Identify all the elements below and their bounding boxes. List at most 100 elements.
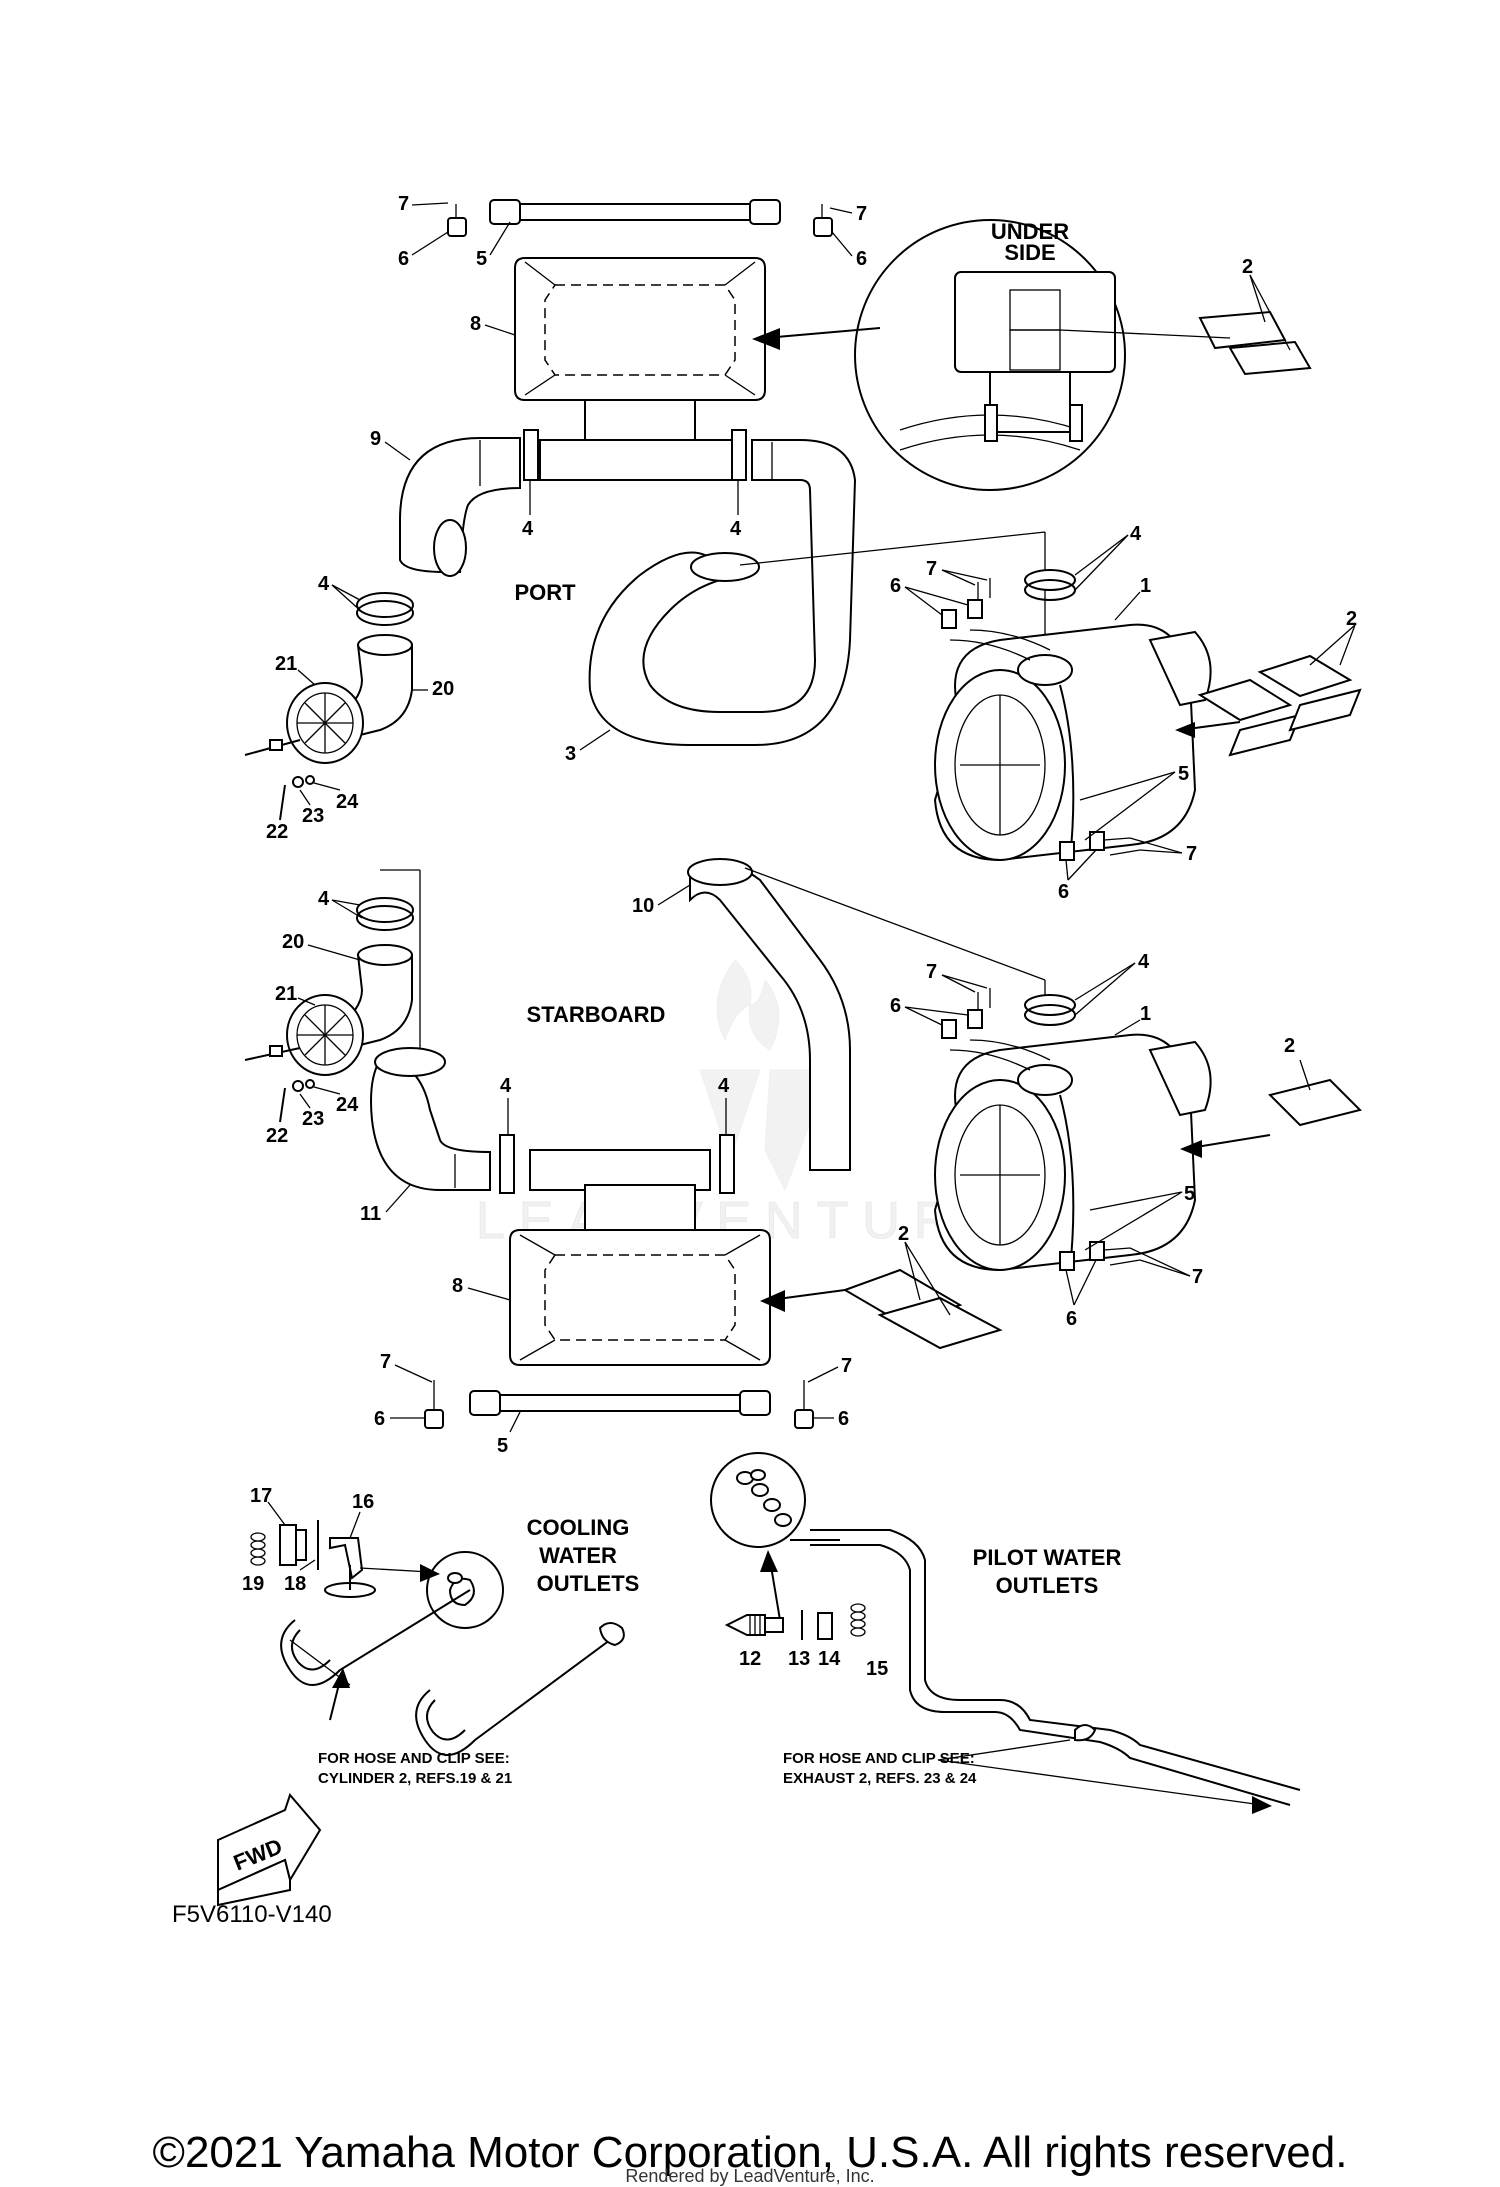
- hose-9: [399, 437, 521, 577]
- clips-6-7-starboard-lower: [1059, 1241, 1141, 1271]
- hose-10: [687, 858, 851, 1171]
- ref-5-bottom: 5: [497, 1435, 508, 1457]
- clip-6-bottom-right: [794, 1380, 814, 1429]
- air-cleaner-1-port: [933, 623, 1212, 862]
- ref-8-top: 8: [470, 313, 481, 335]
- ref-3: 3: [565, 743, 576, 765]
- ref-4-port-right: 4: [730, 518, 742, 540]
- underside-detail: UNDER SIDE: [854, 219, 1126, 491]
- clip-6-top-right: [813, 204, 833, 237]
- ref-4-starboard-elbow: 4: [318, 888, 330, 910]
- clip-6-bottom-left: [424, 1380, 444, 1429]
- cooling-label-2: WATER: [539, 1543, 617, 1568]
- ref-15: 15: [866, 1658, 888, 1680]
- clips-6-7-port-lower: [1059, 831, 1141, 861]
- ref-7-starboard-lower: 7: [1192, 1266, 1203, 1288]
- ref-20-port: 20: [432, 678, 454, 700]
- cooling-label-1: COOLING: [527, 1515, 630, 1540]
- ref-23-port: 23: [302, 805, 324, 827]
- ref-7-bottom-left: 7: [380, 1351, 391, 1373]
- ref-2-starboard-cleaner: 2: [1284, 1035, 1295, 1057]
- ref-6-top-left: 6: [398, 248, 409, 270]
- ref-8-starboard: 8: [452, 1275, 463, 1297]
- drawing-code: F5V6110-V140: [172, 1901, 332, 1928]
- ref-11: 11: [360, 1203, 381, 1225]
- note-left-2: CYLINDER 2, REFS.19 & 21: [318, 1770, 512, 1787]
- ref-10: 10: [632, 895, 654, 917]
- ref-4-port-elbow: 4: [318, 573, 330, 595]
- note-left-1: FOR HOSE AND CLIP SEE:: [318, 1750, 510, 1767]
- ref-6-bottom-left: 6: [374, 1408, 385, 1430]
- ref-2-port-cleaner: 2: [1346, 608, 1357, 630]
- air-cleaner-1-starboard: [933, 1033, 1212, 1272]
- ref-4-port-cleaner: 4: [1130, 523, 1142, 545]
- cooling-label-3: OUTLETS: [537, 1571, 640, 1596]
- starboard-label: STARBOARD: [527, 1002, 666, 1027]
- ref-9: 9: [370, 428, 381, 450]
- bolt-22-23-24-starboard: [279, 1079, 315, 1123]
- ref-5-starboard: 5: [1184, 1183, 1195, 1205]
- ref-7-top-left: 7: [398, 193, 409, 215]
- clips-6-7-starboard-upper: [941, 988, 1051, 1071]
- arrestor-21-port: [244, 682, 364, 764]
- ref-20-starboard: 20: [282, 931, 304, 953]
- ref-6-starboard-lower: 6: [1066, 1308, 1077, 1330]
- underside-label-2: SIDE: [1004, 240, 1055, 265]
- ref-6-top-right: 6: [856, 248, 867, 270]
- note-right-2: EXHAUST 2, REFS. 23 & 24: [783, 1770, 977, 1787]
- clips-6-7-port-upper: [941, 578, 1051, 661]
- leader-starboard-hose: [744, 867, 1046, 981]
- band-4-port-right: [731, 429, 747, 481]
- note-right-1: FOR HOSE AND CLIP SEE:: [783, 1750, 975, 1767]
- bolt-22-23-24-port: [279, 775, 315, 821]
- ref-21-starboard: 21: [275, 983, 297, 1005]
- strap-top-port: [489, 199, 781, 225]
- elbow-20-starboard: [353, 944, 413, 1047]
- pad-2-starboard-cleaner: [1180, 1059, 1362, 1158]
- ref-2-underside: 2: [1242, 256, 1253, 278]
- ref-7-port-lower: 7: [1186, 843, 1197, 865]
- silencer-8-starboard: [509, 1149, 771, 1366]
- ref-6-port-lower: 6: [1058, 881, 1069, 903]
- fwd-arrow: FWD: [217, 1793, 322, 1907]
- ref-13: 13: [788, 1648, 810, 1670]
- ref-4-starboard-right: 4: [718, 1075, 730, 1097]
- ref-6-starboard-upper: 6: [890, 995, 901, 1017]
- arrestor-21-starboard: [244, 994, 364, 1076]
- ref-1-starboard: 1: [1140, 1003, 1151, 1025]
- ref-7-starboard-upper: 7: [926, 961, 937, 983]
- ref-7-bottom-right: 7: [841, 1355, 852, 1377]
- pilot-water-outlets: [710, 1452, 1301, 1814]
- silencer-8-top: [514, 257, 766, 481]
- ref-6-port-upper: 6: [890, 575, 901, 597]
- ref-23-starboard: 23: [302, 1108, 324, 1130]
- pilot-label-1: PILOT WATER: [973, 1545, 1122, 1570]
- ref-5-top: 5: [476, 248, 487, 270]
- ref-21-port: 21: [275, 653, 297, 675]
- ref-1-port: 1: [1140, 575, 1151, 597]
- pads-2-port-cleaner: [1175, 624, 1362, 757]
- pad-2-underside: [1059, 274, 1312, 376]
- band-4-starboard-elbow: [356, 897, 414, 931]
- ref-24-starboard: 24: [336, 1094, 359, 1116]
- cooling-water-outlets: [250, 1520, 625, 1756]
- band-4-starboard-cleaner: [1024, 994, 1076, 1026]
- hose-3: [588, 439, 857, 746]
- ref-22-starboard: 22: [266, 1125, 288, 1147]
- elbow-20-port: [353, 634, 413, 737]
- band-4-port-cleaner: [1024, 569, 1076, 601]
- pilot-label-2: OUTLETS: [996, 1573, 1099, 1598]
- pad-2-starboard-silencer: [760, 1241, 1003, 1350]
- ref-19: 19: [242, 1573, 264, 1595]
- band-4-port-left: [523, 429, 539, 481]
- ref-4-starboard-left: 4: [500, 1075, 512, 1097]
- ref-16: 16: [352, 1491, 374, 1513]
- ref-14: 14: [818, 1648, 841, 1670]
- band-4-starboard-left: [499, 1134, 515, 1194]
- strap-bottom-starboard: [469, 1390, 771, 1416]
- ref-6-bottom-right: 6: [838, 1408, 849, 1430]
- band-4-starboard-right: [719, 1134, 735, 1194]
- underside-label-1: UNDER: [991, 219, 1069, 244]
- ref-7-port-upper: 7: [926, 558, 937, 580]
- band-4-port-elbow: [356, 592, 414, 626]
